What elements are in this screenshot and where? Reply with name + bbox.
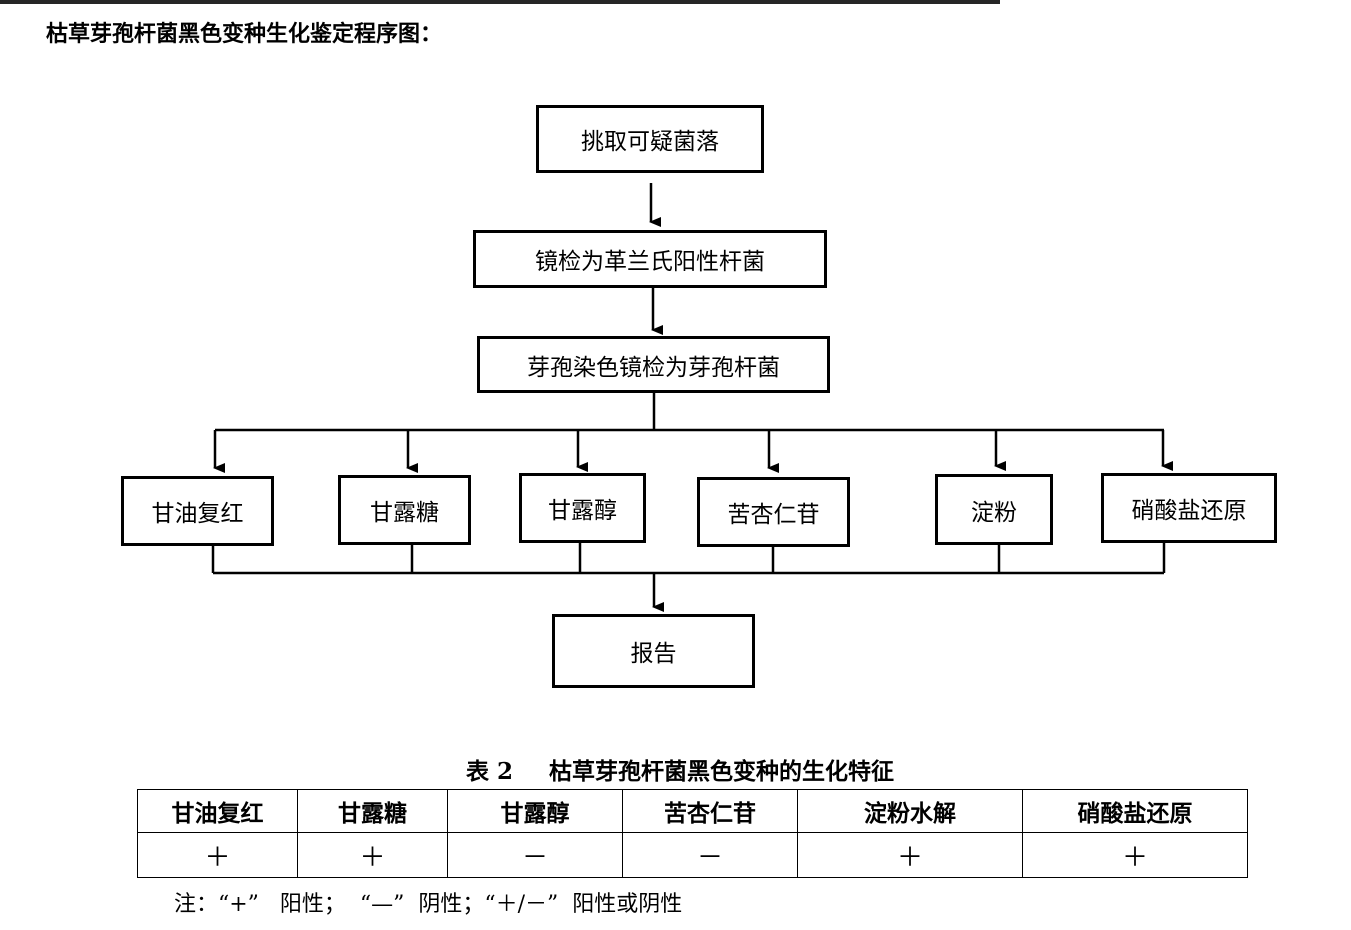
table-row: ＋ ＋ － － ＋ ＋ — [137, 832, 1248, 878]
node-report: 报告 — [552, 614, 755, 688]
table-cell: － — [622, 832, 798, 878]
table-header-cell: 苦杏仁苷 — [622, 789, 798, 833]
table-cell: － — [447, 832, 623, 878]
table-cell: ＋ — [137, 832, 298, 878]
node-test-nitrate: 硝酸盐还原 — [1101, 473, 1277, 543]
table-cell: ＋ — [797, 832, 1023, 878]
node-test-glycerol-fuchsin: 甘油复红 — [121, 476, 274, 546]
node-gram-stain: 镜检为革兰氏阳性杆菌 — [473, 230, 827, 288]
table-header-cell: 甘露醇 — [447, 789, 623, 833]
table-cell: ＋ — [1022, 832, 1248, 878]
top-text-fragment — [0, 0, 1000, 4]
page-heading: 枯草芽孢杆菌黑色变种生化鉴定程序图： — [46, 22, 443, 47]
node-test-mannitol: 甘露醇 — [519, 473, 646, 543]
table-caption: 表 2 枯草芽孢杆菌黑色变种的生化特征 — [466, 752, 894, 786]
table-cell: ＋ — [297, 832, 448, 878]
table-header-cell: 硝酸盐还原 — [1022, 789, 1248, 833]
table-number: 表 2 — [466, 758, 514, 785]
table-header-row: 甘油复红 甘露糖 甘露醇 苦杏仁苷 淀粉水解 硝酸盐还原 — [137, 789, 1248, 833]
table-note: 注：“+” 阳性； “—” 阴性；“＋/－” 阳性或阴性 — [174, 892, 683, 917]
node-test-amygdalin: 苦杏仁苷 — [697, 477, 850, 547]
node-test-starch: 淀粉 — [935, 474, 1053, 545]
table-title: 枯草芽孢杆菌黑色变种的生化特征 — [549, 758, 895, 785]
table-header-cell: 甘油复红 — [137, 789, 298, 833]
node-test-mannose: 甘露糖 — [338, 475, 471, 545]
biochem-table: 甘油复红 甘露糖 甘露醇 苦杏仁苷 淀粉水解 硝酸盐还原 ＋ ＋ － － ＋ ＋ — [137, 789, 1248, 878]
table-header-cell: 淀粉水解 — [797, 789, 1023, 833]
table-header-cell: 甘露糖 — [297, 789, 448, 833]
node-spore-stain: 芽孢染色镜检为芽孢杆菌 — [477, 336, 830, 393]
node-pick-colony: 挑取可疑菌落 — [536, 105, 764, 173]
